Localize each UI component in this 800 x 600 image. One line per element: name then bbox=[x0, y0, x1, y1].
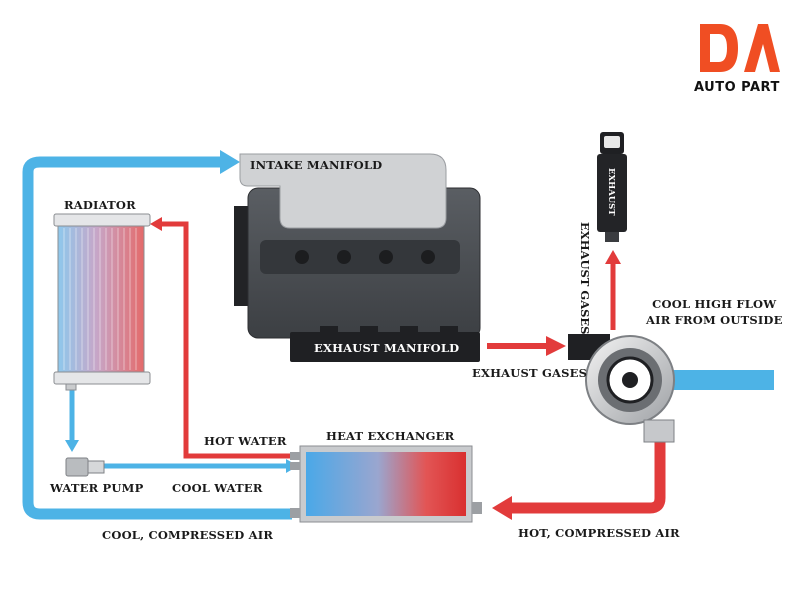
radiator-icon bbox=[53, 213, 151, 391]
heat-exchanger-icon bbox=[290, 445, 482, 523]
exhaust-pipe-icon bbox=[597, 132, 627, 242]
engine-icon bbox=[234, 153, 481, 362]
cool-air-loop bbox=[22, 150, 292, 520]
heat-exchanger-label: HEAT EXCHANGER bbox=[326, 429, 455, 443]
exhaust-manifold-label: EXHAUST MANIFOLD bbox=[314, 341, 460, 355]
hot-compressed-air-line bbox=[492, 442, 666, 520]
brand-name: AUTO PART bbox=[694, 80, 780, 95]
hot-water-line bbox=[150, 217, 292, 459]
exhaust-gases-label: EXHAUST GASES bbox=[472, 366, 588, 380]
turbocharger-icon bbox=[568, 334, 675, 443]
cool-compressed-air-label: COOL, COMPRESSED AIR bbox=[102, 528, 274, 542]
water-pump-icon bbox=[65, 457, 105, 477]
exhaust-gases-arrow bbox=[487, 336, 566, 356]
intake-manifold-block bbox=[239, 153, 447, 229]
exhaust-gases-vertical-label: EXHAUST GASES bbox=[578, 222, 592, 335]
exhaust-label: EXHAUST bbox=[606, 168, 616, 216]
brand-logo-icon bbox=[700, 24, 780, 72]
cool-water-label: COOL WATER bbox=[172, 481, 263, 495]
cool-high-flow-air-label: COOL HIGH FLOW AIR FROM OUTSIDE bbox=[646, 297, 783, 327]
intake-manifold-label: INTAKE MANIFOLD bbox=[250, 158, 383, 172]
intake-arrowhead bbox=[220, 150, 240, 174]
water-pump-label: WATER PUMP bbox=[50, 481, 144, 495]
hot-compressed-air-label: HOT, COMPRESSED AIR bbox=[518, 526, 680, 540]
hot-water-label: HOT WATER bbox=[204, 434, 287, 448]
radiator-label: RADIATOR bbox=[64, 198, 136, 212]
cool-water-line bbox=[65, 388, 298, 473]
exhaust-up-arrow bbox=[605, 250, 621, 330]
